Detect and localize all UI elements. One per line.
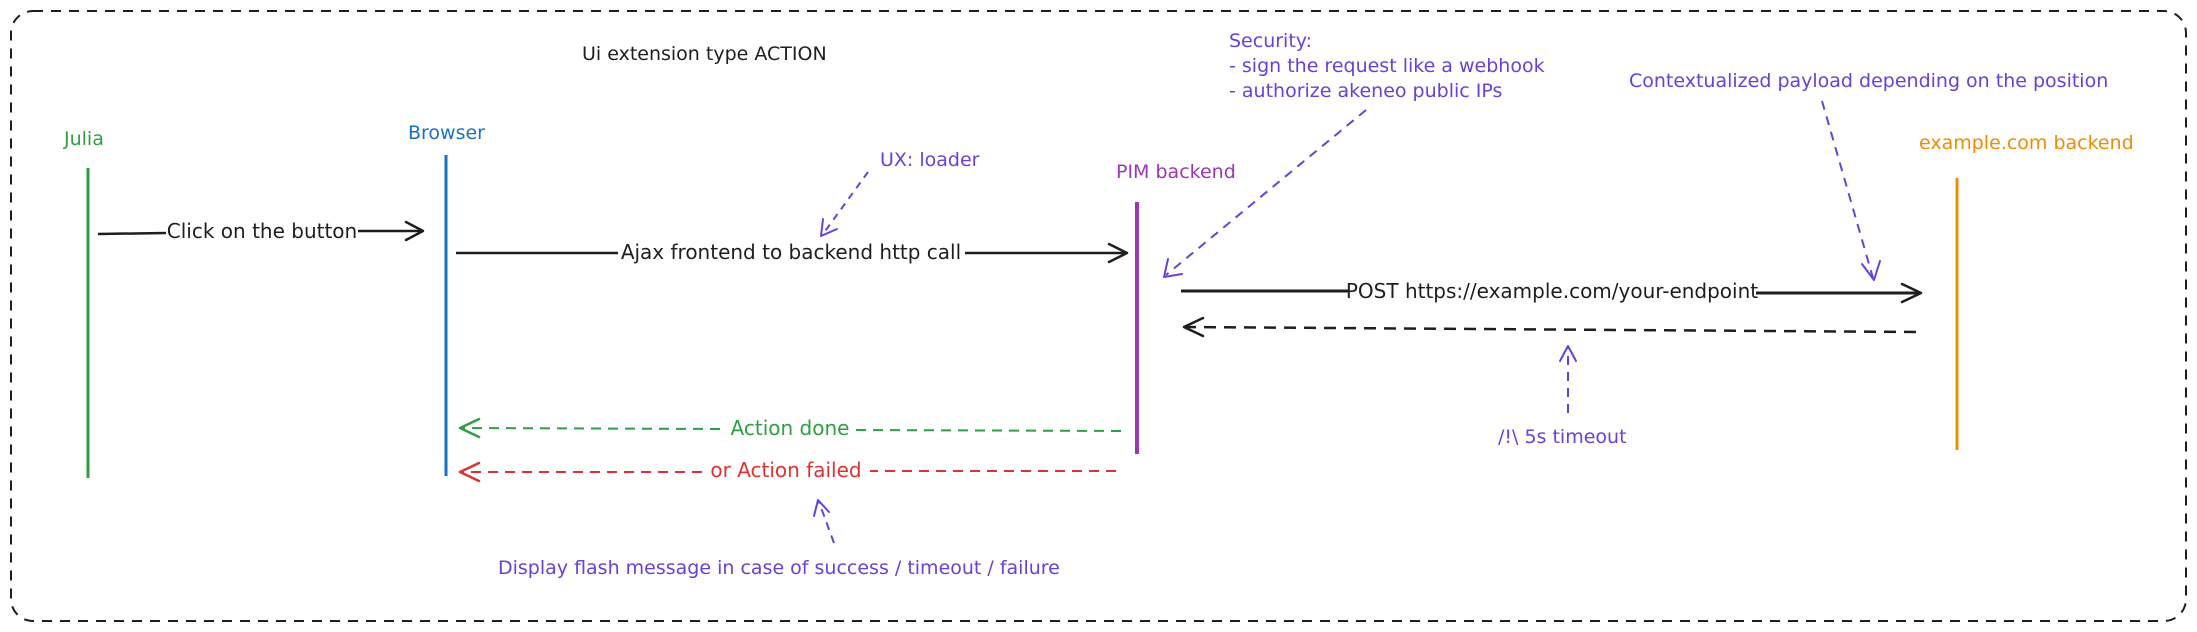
actor-label-example-backend: example.com backend xyxy=(1919,132,2134,154)
diagram-frame xyxy=(10,10,2187,622)
message-post: POST https://example.com/your-endpoint xyxy=(1181,279,1923,304)
arrowhead-left xyxy=(458,461,481,483)
arrowhead-left xyxy=(458,417,481,439)
note-security: Security: - sign the request like a webh… xyxy=(1229,30,1545,102)
message-ajax-label: Ajax frontend to backend http call xyxy=(621,240,961,264)
actor-label-browser: Browser xyxy=(408,122,485,144)
arrowhead-right xyxy=(1900,282,1923,304)
actor-label-pim-backend: PIM backend xyxy=(1116,161,1236,183)
arrowhead-right xyxy=(404,220,425,242)
note-timeout-arrow xyxy=(1559,345,1577,413)
message-click: Click on the button xyxy=(97,219,425,243)
note-payload: Contextualized payload depending on the … xyxy=(1629,70,2108,92)
message-action-done-label: Action done xyxy=(731,416,850,440)
note-flash-message: Display flash message in case of success… xyxy=(498,557,1060,579)
arrowhead-left xyxy=(1182,316,1205,338)
note-security-line-1: - sign the request like a webhook xyxy=(1229,55,1545,77)
note-security-title: Security: xyxy=(1229,30,1312,52)
note-timeout: /!\ 5s timeout xyxy=(1498,426,1627,448)
message-click-label: Click on the button xyxy=(167,219,357,243)
diagram-title: Ui extension type ACTION xyxy=(582,43,827,65)
message-ajax: Ajax frontend to backend http call xyxy=(456,240,1129,264)
note-ux-loader-arrow xyxy=(820,171,869,237)
note-flash-arrow xyxy=(813,499,835,544)
note-payload-arrow xyxy=(1821,100,1881,281)
message-action-done: Action done xyxy=(458,416,1122,440)
message-action-failed: or Action failed xyxy=(458,458,1116,483)
note-ux-loader: UX: loader xyxy=(880,149,980,171)
arrowhead-right xyxy=(1107,242,1129,264)
note-security-line-2: - authorize akeneo public IPs xyxy=(1229,80,1502,102)
note-security-arrow xyxy=(1163,109,1367,278)
message-post-label: POST https://example.com/your-endpoint xyxy=(1346,279,1758,303)
actor-label-julia: Julia xyxy=(63,128,104,150)
message-response xyxy=(1182,316,1917,338)
message-action-failed-label: or Action failed xyxy=(710,458,861,482)
